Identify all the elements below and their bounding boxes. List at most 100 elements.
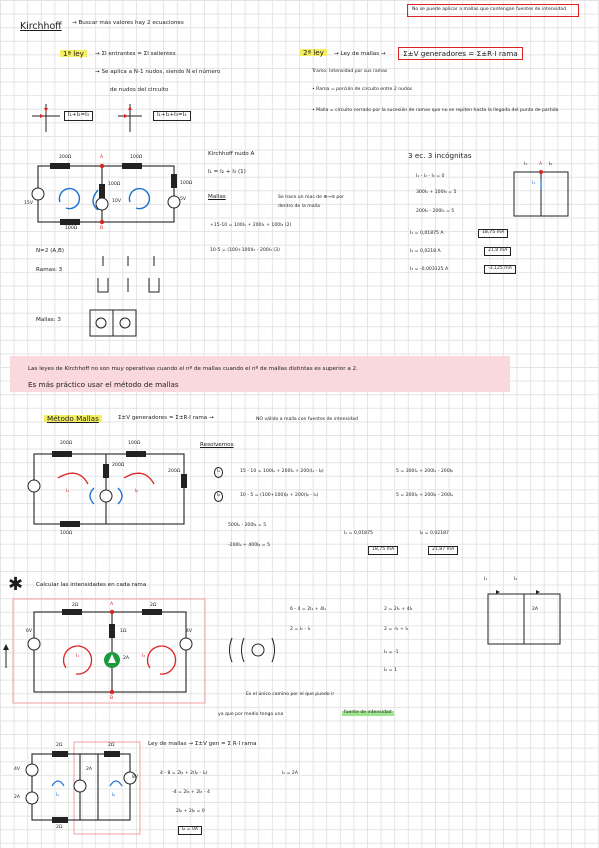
metodo-res-a: Iₐ = 0,01875 (344, 531, 373, 536)
mini1-i3: I₃ (532, 181, 536, 186)
ley-mallas-l3: 2Iᵦ + 2Iᵦ = 0 (176, 809, 205, 814)
calcular-eq2: 2 = I₂ - I₁ (290, 627, 311, 632)
calcular-highlight: fuente de intensidad (342, 710, 394, 716)
banner-line1: Las leyes de Kirchhoff no son muy operat… (28, 366, 358, 372)
metodo-sys1: 500Iₐ - 200Iᵦ = 5 (228, 523, 267, 528)
mini-diagram-1 (513, 170, 569, 217)
page-title: Kirchhoff (20, 21, 62, 32)
calcular-note1: Es el único camino por el que puedo ir (246, 692, 335, 697)
ley-mallas-ia: Iₐ = 2A (282, 771, 298, 776)
system3-title: 3 ec. 3 incógnitas (408, 151, 472, 160)
mallas-eq-2: 10-5 = (100+100)I₂ - 200I₃ (3) (210, 248, 280, 253)
system3-eq1: I₁ - I₂ - I₃ = 0 (416, 174, 445, 179)
c1-v-mid: 10V (112, 199, 121, 204)
c3-v-left: 6V (26, 629, 33, 634)
c1-node-a: A (100, 155, 104, 160)
law1-line3: de nudos del circuito (110, 87, 169, 93)
count-ramas: Ramas: 3 (36, 267, 63, 273)
circuit-3 (3, 598, 206, 704)
metodo-res-b-box: 21,87 mA (428, 546, 459, 555)
c3-node-b: B (110, 696, 114, 701)
ley-mallas-l2: -4 = 2Iᵦ + 2Iᵦ - 4 (172, 790, 210, 795)
c3-r-mid: 1Ω (120, 629, 127, 634)
c3-r-top-left: 2Ω (72, 603, 79, 608)
law2-tramo: Tramo: Intensidad por sus ramas (312, 69, 388, 74)
mallas-eq-1: +15-10 = 100I₁ + 200I₁ + 100I₃ (2) (210, 223, 292, 228)
mini2-i1: I₁ (484, 577, 488, 582)
metodo-res-a-box: 18,75 mA (368, 546, 399, 555)
c4-v-left: 4V (14, 767, 21, 772)
law2-formula: → Ley de mallas → (334, 51, 386, 57)
calcular-res1: I₁ = -1 (384, 650, 399, 655)
law1-line2: → Se aplica a N-1 nudos, siendo N el núm… (95, 69, 221, 75)
c3-v-right: 4V (186, 629, 193, 634)
count-mallas: Mallas: 3 (36, 317, 61, 323)
mini1-i1: I₁ (524, 162, 528, 167)
ley-mallas-l1: 4 - 8 = 2Iᵦ + 2(Iᵦ - Iₐ) (160, 771, 208, 776)
branch-sketches (89, 256, 160, 337)
metodo-label: Método Mallas (44, 415, 102, 422)
c3-i2: I₂ (142, 654, 146, 659)
mini1-i2: I₂ (549, 162, 553, 167)
node-sketches (32, 104, 142, 132)
system3-res1-box: 18,75 mA (478, 229, 509, 238)
banner-line2: Es más práctico usar el método de mallas (28, 380, 179, 389)
kirchhoff-a-eq: I₁ = I₂ + I₃ (1) (208, 169, 246, 175)
c2-r-bottom: 100Ω (60, 531, 73, 536)
ley-mallas-res: Iᵦ = 0A (178, 826, 203, 835)
law2-rama: • Rama = porción de circuito entre 2 nud… (312, 87, 413, 92)
system3-eq3: 200I₂ - 200I₃ = 5 (416, 209, 455, 214)
mallas-label: Mallas (208, 194, 226, 200)
c4-i-label: 2A (86, 767, 93, 772)
kirchhoff-a-title: Kirchhoff nudo A (208, 151, 255, 157)
ley-mallas-formula: Ley de mallas → Σ±V gen = Σ R·I rama (148, 741, 257, 747)
metodo-note: NO válido a malla con fuentes de intensi… (256, 417, 358, 422)
c1-r-mid: 100Ω (108, 182, 121, 187)
law1-formula: → ΣI entrantes = ΣI salientes (95, 51, 176, 57)
calcular-eq1r: 2 = 2I₁ + 4I₁ (384, 607, 413, 612)
source-sketch (229, 637, 275, 663)
c4-r-bottom: 2Ω (56, 825, 63, 830)
info-banner (10, 356, 510, 392)
metodo-eqa-r: 5 = 300Iₐ + 200Iₐ - 200Iᵦ (396, 469, 453, 474)
law2-label: 2ª ley (300, 49, 327, 56)
c4-ia: Iₐ (56, 793, 60, 798)
mini-diagram-2 (487, 590, 561, 645)
page-subtitle: → Buscar más valores hay 2 ecuaciones (72, 20, 184, 26)
metodo-res-b: Iᵦ = 0,02187 (420, 531, 449, 536)
system3-res3: I₃ = -0,003125 A (410, 267, 449, 272)
resolvemos-label: Resolvemos (200, 442, 234, 448)
star-icon: ✱ (8, 574, 24, 595)
c2-r-top-left: 200Ω (60, 441, 73, 446)
circuit-1 (31, 163, 181, 225)
calcular-eq1: 6 - 4 = 2I₁ + 4I₁ (290, 607, 327, 612)
mini2-i2: I₂ (514, 577, 518, 582)
calcular-note2: ya que por medio tengo una (218, 712, 284, 717)
mini2-2a: 2A (532, 607, 539, 612)
c3-node-a: A (110, 602, 114, 607)
metodo-eqb: 10 - 5 = (100+100)Iᵦ + 200(Iᵦ - Iₐ) (240, 493, 319, 498)
c4-ib: Iᵦ (112, 793, 116, 798)
count-nudos: N=2 (A,B) (36, 248, 65, 254)
mini1-node: A (539, 162, 543, 167)
c1-r-bottom: 100Ω (65, 226, 78, 231)
c1-node-b: B (100, 226, 104, 231)
c1-v-right: 5V (180, 197, 187, 202)
system3-res2-box: 21,8 mA (484, 247, 512, 256)
calcular-title: Calcular las intensidades en cada rama (36, 582, 147, 588)
c2-ib: Iᵦ (135, 489, 139, 494)
system3-res3-box: -3,125 mA (484, 265, 516, 274)
c3-i-source: 2A (123, 656, 130, 661)
metodo-sys2: -200Iₐ + 400Iᵦ = 5 (228, 543, 271, 548)
ib-circle: Iᵦ (214, 491, 224, 502)
node-eq-1: I₁+I₂=I₃ (64, 111, 94, 121)
circuit-4 (25, 741, 141, 835)
circuit-2 (27, 451, 187, 527)
c4-i-source: 2A (14, 795, 21, 800)
metodo-formula: Σ±V generadores = Σ±R·I rama → (118, 415, 214, 421)
c2-ia: Iₐ (66, 489, 70, 494)
calcular-res2: I₂ = 1 (384, 668, 397, 673)
law2-boxed-formula: Σ±V generadores = Σ±R·I rama (398, 47, 523, 61)
node-eq-2: I₁+I₂+I₃=I₄ (153, 111, 191, 121)
mallas-note: Se hace un mas de ⊕→⊖ por dentro de la m… (278, 195, 344, 209)
